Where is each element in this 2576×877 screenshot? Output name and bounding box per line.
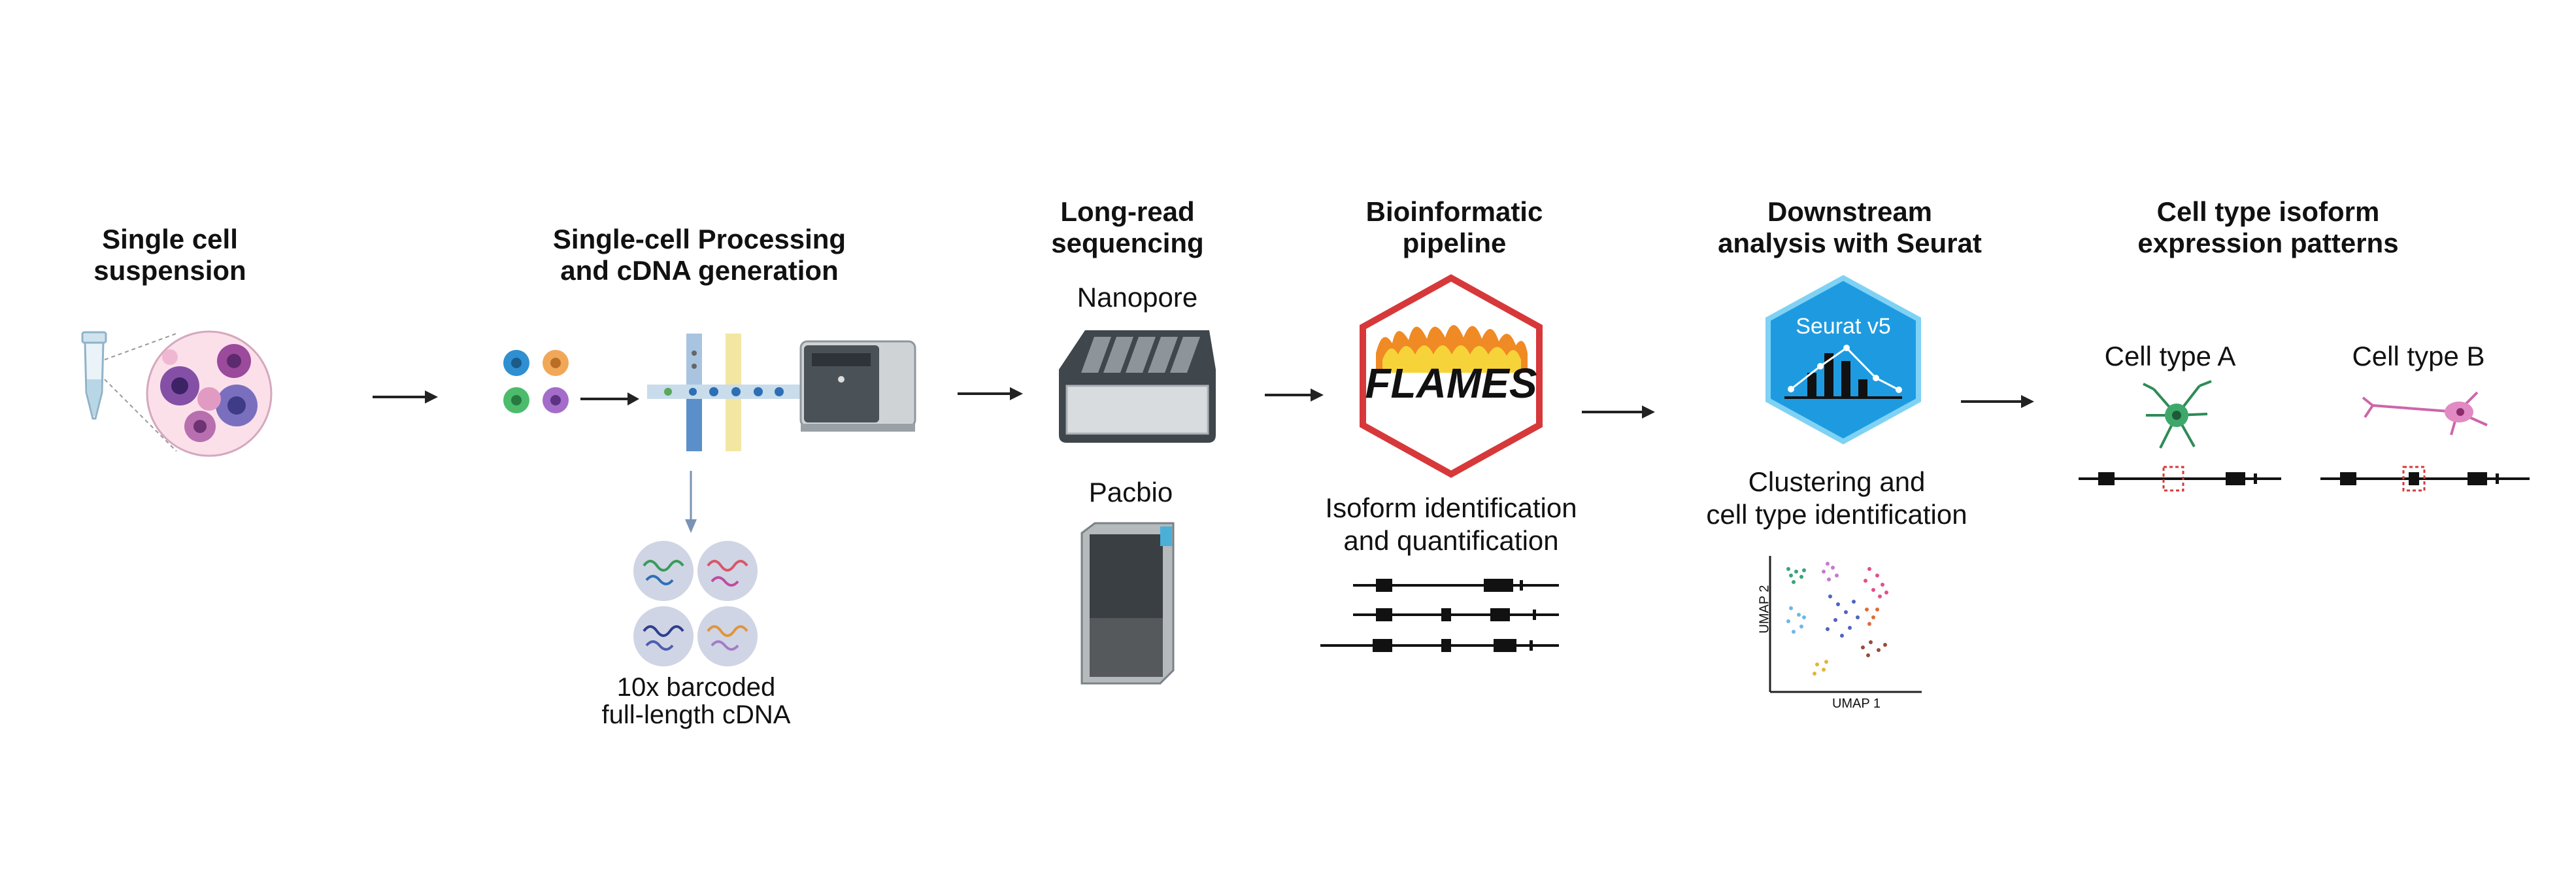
stage-title-celltypes: Cell type isoform expression patterns: [2137, 196, 2399, 258]
neuron-b-icon: [2362, 391, 2488, 436]
umap-cluster: [1822, 562, 1839, 581]
stage-title-suspension: Single cell suspension: [93, 224, 246, 286]
umap-plot: [1769, 556, 1922, 693]
umap-y-label: UMAP 2: [1757, 585, 1772, 634]
stage-title-pipeline: Bioinformatic pipeline: [1365, 196, 1543, 258]
flow-arrow-3: [1265, 388, 1324, 402]
seurat-network-icon: [1784, 345, 1902, 399]
isoform-track-cell-a: [2079, 466, 2281, 492]
flames-logo-text: FLAMES: [1365, 360, 1537, 407]
stage-title-sequencing: Long-read sequencing: [1051, 196, 1204, 258]
flow-arrow-2: [958, 387, 1023, 400]
seurat-caption: Clustering and cell type identification: [1706, 466, 1967, 530]
umap-cluster: [1861, 640, 1887, 657]
suspension-illustration: [81, 330, 273, 457]
flame-icon: [1376, 325, 1528, 373]
flames-logo: FLAMES: [1360, 274, 1543, 478]
flow-arrow-1: [373, 390, 438, 404]
pacbio-device-icon: [1080, 522, 1175, 685]
pipeline-caption: Isoform identification and quantificatio…: [1325, 492, 1577, 556]
cdna-molecules-icon: [633, 541, 758, 666]
nanopore-label: Nanopore: [1077, 282, 1198, 313]
included-exon-marker: [2402, 466, 2426, 492]
flow-arrow-5: [1961, 395, 2034, 408]
stage-title-seurat: Downstream analysis with Seurat: [1718, 196, 1982, 258]
processing-illustration: [503, 334, 916, 451]
sequencer-instrument-icon: [799, 340, 916, 432]
magnified-cells-icon: [146, 330, 273, 457]
umap-cluster: [1826, 594, 1860, 638]
umap-cluster: [1864, 567, 1888, 598]
tube-icon: [81, 331, 107, 420]
isoform-tracks-illustration: [1320, 579, 1559, 652]
umap-cluster: [1786, 567, 1806, 584]
nanopore-device-icon: [1059, 330, 1216, 443]
isoform-track: [1353, 608, 1559, 621]
microfluidic-chip-icon: [647, 334, 804, 451]
isoform-track: [1353, 579, 1559, 592]
cell-type-b-label: Cell type B: [2352, 341, 2485, 371]
seurat-logo-text: Seurat v5: [1796, 314, 1891, 339]
isoform-track: [1320, 639, 1559, 652]
cdna-illustration: [633, 541, 758, 666]
cdna-label: 10x barcoded full-length cDNA: [601, 673, 791, 729]
flow-arrow-4: [1582, 405, 1655, 419]
umap-x-label: UMAP 1: [1832, 696, 1881, 711]
umap-cluster: [1813, 660, 1828, 676]
stage-title-processing: Single-cell Processing and cDNA generati…: [552, 224, 846, 286]
dissociated-cells-icon: [503, 350, 569, 413]
umap-cluster: [1865, 608, 1879, 626]
isoform-track-cell-b: [2320, 466, 2530, 492]
seurat-logo: Seurat v5: [1765, 275, 1921, 445]
pacbio-label: Pacbio: [1088, 477, 1173, 507]
umap-cluster: [1786, 606, 1806, 634]
cell-type-a-label: Cell type A: [2104, 341, 2236, 371]
missing-exon-marker: [2162, 466, 2184, 492]
down-arrow-cdna: [685, 471, 697, 533]
neuron-a-icon: [2143, 380, 2212, 449]
